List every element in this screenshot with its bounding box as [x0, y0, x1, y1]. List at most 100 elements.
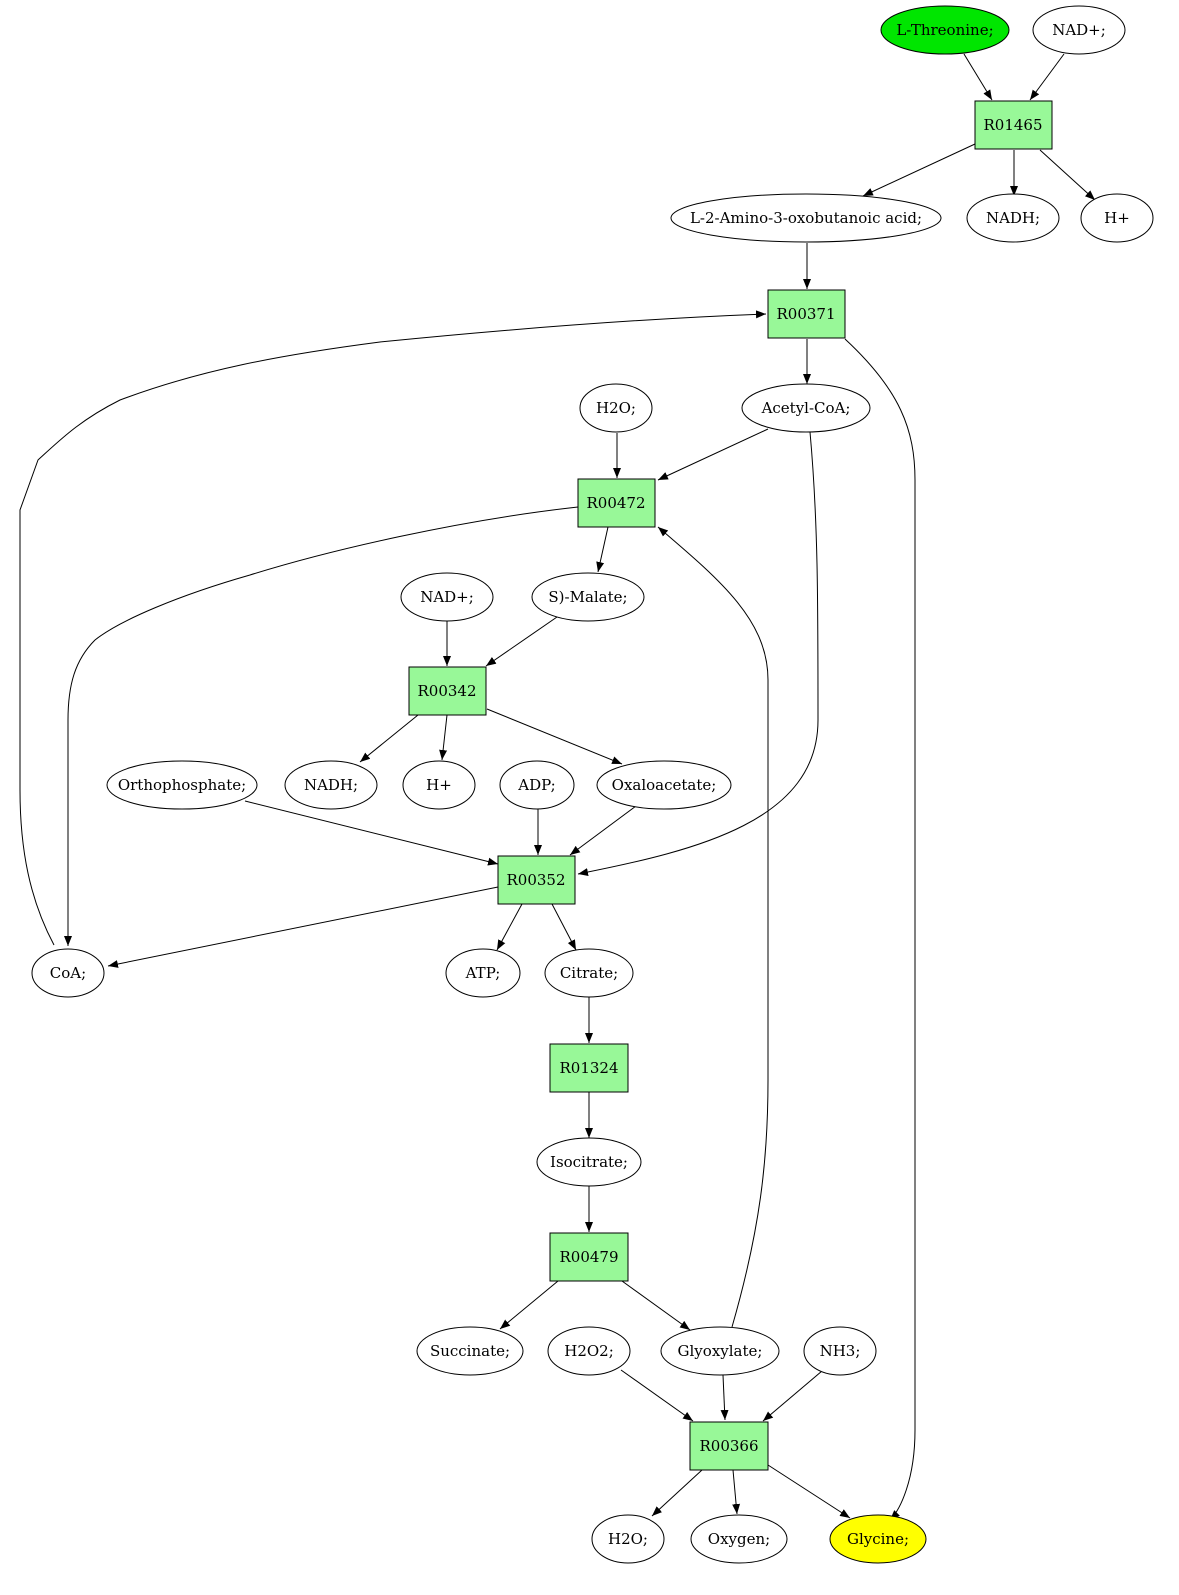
- edge-nad-to-r01465: [1029, 53, 1065, 101]
- edge-acetylcoa-to-r00472: [657, 428, 769, 481]
- compound-label: Isocitrate;: [550, 1153, 628, 1171]
- compound-atp[interactable]: ATP;: [445, 948, 521, 998]
- compound-adp[interactable]: ADP;: [499, 760, 575, 810]
- reaction-box: [689, 1421, 769, 1471]
- edge-r00342-to-h: [439, 714, 448, 761]
- compound-h-mid[interactable]: H+: [402, 760, 476, 810]
- compound-orthophosphate[interactable]: Orthophosphate;: [106, 760, 258, 810]
- compound-label: NAD+;: [420, 588, 474, 606]
- compound-label: ATP;: [465, 964, 501, 982]
- compound-label: Succinate;: [430, 1342, 510, 1360]
- compound-ellipse: [106, 760, 258, 810]
- compound-glycine[interactable]: Glycine;: [829, 1514, 927, 1564]
- compound-label: ADP;: [517, 776, 555, 794]
- edge-smalate-to-r00342: [485, 616, 558, 667]
- compound-citrate[interactable]: Citrate;: [544, 948, 634, 998]
- compound-label: Oxygen;: [708, 1530, 770, 1548]
- compound-ellipse: [596, 760, 732, 810]
- compound-amino-oxobutanoic[interactable]: L-2-Amino-3-oxobutanoic acid;: [670, 193, 942, 243]
- compound-ellipse: [803, 1326, 877, 1376]
- compound-ellipse: [400, 572, 494, 622]
- compound-ellipse: [445, 948, 521, 998]
- compound-h2o2[interactable]: H2O2;: [547, 1326, 631, 1376]
- compound-label: Acetyl-CoA;: [761, 399, 851, 417]
- reaction-r00472[interactable]: R00472: [577, 478, 656, 528]
- compound-ellipse: [591, 1514, 665, 1564]
- compound-ellipse: [499, 760, 575, 810]
- reaction-r00366[interactable]: R00366: [689, 1421, 769, 1471]
- compound-label: H2O2;: [564, 1342, 614, 1360]
- reaction-box: [497, 855, 576, 905]
- edge-coa-to-r00371: [19, 310, 767, 946]
- compound-h2o-bottom[interactable]: H2O;: [591, 1514, 665, 1564]
- compound-isocitrate[interactable]: Isocitrate;: [536, 1137, 642, 1187]
- reaction-box: [974, 100, 1053, 150]
- compound-label: H2O;: [596, 399, 636, 417]
- edge-r00352-to-coa: [107, 886, 499, 968]
- edge-r01465-to-h: [1039, 149, 1096, 201]
- reaction-r00371[interactable]: R00371: [767, 289, 846, 339]
- compound-label: CoA;: [50, 964, 86, 982]
- reaction-box: [549, 1043, 629, 1093]
- compound-label: NADH;: [304, 776, 358, 794]
- edge-orthophosphate-to-r00352: [244, 800, 499, 866]
- compound-label: Citrate;: [560, 964, 618, 982]
- compound-label: H+: [426, 776, 452, 794]
- compound-oxygen[interactable]: Oxygen;: [690, 1514, 788, 1564]
- compound-oxaloacetate[interactable]: Oxaloacetate;: [596, 760, 732, 810]
- compound-coa[interactable]: CoA;: [31, 948, 105, 998]
- nodes: L-Threonine; NAD+; R01465 L-2-Amino-3-ox…: [31, 5, 1154, 1564]
- edge-r00366-to-h2o: [651, 1469, 703, 1517]
- reaction-label: R01324: [559, 1059, 618, 1077]
- compound-label: Glycine;: [847, 1530, 909, 1548]
- compound-acetyl-coa[interactable]: Acetyl-CoA;: [741, 383, 871, 433]
- edge-glyoxylate-to-r00472: [657, 526, 769, 1328]
- compound-h-top[interactable]: H+: [1080, 193, 1154, 243]
- reaction-box: [549, 1232, 629, 1282]
- compound-ellipse: [579, 383, 653, 433]
- compound-ellipse: [670, 193, 942, 243]
- reaction-r00342[interactable]: R00342: [408, 666, 487, 716]
- reaction-r01324[interactable]: R01324: [549, 1043, 629, 1093]
- compound-nadh-mid[interactable]: NADH;: [284, 760, 378, 810]
- compound-ellipse: [31, 948, 105, 998]
- compound-glyoxylate[interactable]: Glyoxylate;: [660, 1326, 780, 1376]
- edge-r01465-to-aminooxobutanoic: [862, 143, 976, 197]
- compound-label: Orthophosphate;: [118, 776, 246, 794]
- compound-h2o-top[interactable]: H2O;: [579, 383, 653, 433]
- compound-label: L-2-Amino-3-oxobutanoic acid;: [690, 209, 922, 227]
- reaction-r00352[interactable]: R00352: [497, 855, 576, 905]
- start-compound-ellipse: [880, 5, 1010, 55]
- reaction-label: R00472: [586, 494, 645, 512]
- compound-label: S)-Malate;: [548, 588, 627, 606]
- compound-nh3[interactable]: NH3;: [803, 1326, 877, 1376]
- edge-nh3-to-r00366: [762, 1370, 823, 1422]
- compound-succinate[interactable]: Succinate;: [416, 1326, 524, 1376]
- compound-ellipse: [690, 1514, 788, 1564]
- reaction-r01465[interactable]: R01465: [974, 100, 1053, 150]
- edge-r00472-to-coa: [64, 506, 579, 946]
- compound-label: NADH;: [986, 209, 1040, 227]
- compound-l-threonine[interactable]: L-Threonine;: [880, 5, 1010, 55]
- compound-s-malate[interactable]: S)-Malate;: [531, 572, 645, 622]
- edge-r00366-to-glycine: [767, 1464, 851, 1519]
- edge-r00371-to-glycine: [844, 338, 916, 1521]
- compound-ellipse: [402, 760, 476, 810]
- compound-label: L-Threonine;: [896, 21, 993, 39]
- reaction-label: R00352: [506, 871, 565, 889]
- compound-nad-mid[interactable]: NAD+;: [400, 572, 494, 622]
- reaction-box: [577, 478, 656, 528]
- compound-ellipse: [1080, 193, 1154, 243]
- end-compound-ellipse: [829, 1514, 927, 1564]
- compound-label: H2O;: [608, 1530, 648, 1548]
- compound-label: Glyoxylate;: [678, 1342, 763, 1360]
- edge-r00479-to-succinate: [499, 1280, 559, 1330]
- edge-r00366-to-oxygen: [732, 1469, 741, 1515]
- reaction-r00479[interactable]: R00479: [549, 1232, 629, 1282]
- compound-label: NH3;: [820, 1342, 861, 1360]
- edge-r00352-to-atp: [496, 903, 523, 951]
- compound-nadh-top[interactable]: NADH;: [966, 193, 1060, 243]
- compound-nad-top[interactable]: NAD+;: [1032, 5, 1126, 55]
- compound-ellipse: [531, 572, 645, 622]
